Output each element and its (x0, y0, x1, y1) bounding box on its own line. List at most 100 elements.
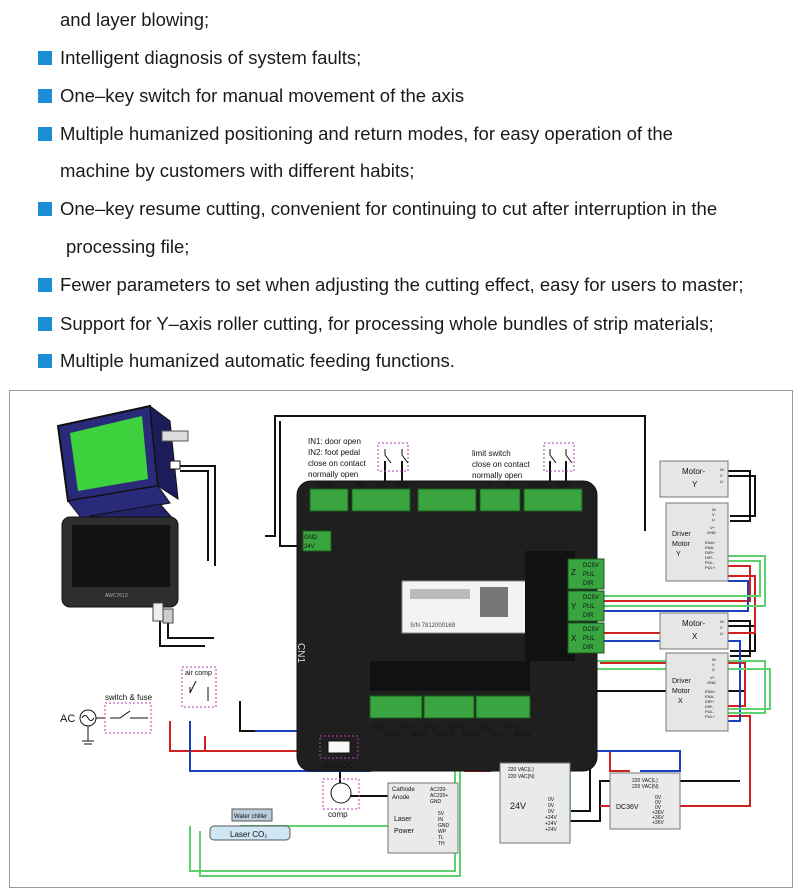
pin-label: U (712, 667, 715, 672)
pin-label: DC5V (583, 595, 599, 601)
driver-x: Driver Motor X W V U V+ GND ENA+ ENA- DI… (665, 652, 729, 732)
bottom-pin-label: WP+ (504, 725, 518, 731)
pin-label: AC220+ (430, 793, 448, 799)
bottom-pin-label: OUT2 (398, 725, 415, 731)
psu-output-label: 0V (655, 795, 662, 801)
pin-label: IN (438, 817, 443, 823)
bottom-terminal-blocks: GND OUT1 OUT2 OUT3 GND OUT4 OUT5 OUT6 GN… (369, 695, 531, 738)
psu-output-label: +36V (652, 815, 664, 821)
driver-label: Y (676, 551, 681, 558)
top-pin-label: Y- (488, 483, 493, 489)
psu-output-label: 0V (548, 809, 555, 815)
pin-label: DIR+ (705, 699, 715, 704)
relay-label: relay/OC (322, 761, 354, 770)
phase-label: U (720, 631, 723, 636)
bottom-pin-label: GND (478, 725, 492, 731)
bullet-square-icon (38, 278, 52, 292)
pin-label: TH (438, 841, 445, 847)
bullet-square-icon (38, 354, 52, 368)
phase-label: V (720, 473, 723, 478)
note-line: normally open (472, 471, 522, 480)
bullet-square-icon (38, 202, 52, 216)
water-chiller-label: Water chiller (234, 814, 267, 820)
relay: relay/OC (319, 735, 359, 770)
air-comp-switch: air comp (181, 666, 217, 708)
phase-label: W (720, 619, 724, 624)
phase-label: W (720, 467, 724, 472)
psu-output-label: +36V (652, 810, 664, 816)
driver-label: Driver (672, 678, 691, 685)
psu-24v: 220 VAC(L) 220 VAC(N) 24V 0V 0V 0V +24V … (499, 762, 571, 844)
feature-item: Fewer parameters to set when adjusting t… (38, 274, 743, 296)
psu-label: DC36V (616, 804, 639, 811)
top-pin-label: X- (506, 483, 512, 489)
psu-input-label: 220 VAC(L) (632, 778, 658, 784)
psu-input-label: 220 VAC(N) (508, 774, 535, 780)
feature-item: Intelligent diagnosis of system faults; (38, 47, 361, 69)
pin-label: GND (707, 680, 716, 685)
laser-tube-label: Laser CO₂ (230, 830, 267, 839)
pin-label: DIR (583, 613, 594, 619)
driver-label: Motor (672, 688, 691, 695)
comp-label: comp (328, 810, 348, 819)
motor-y: Motor- Y W V U (659, 460, 729, 498)
pin-label: V (712, 512, 715, 517)
pin-label: GND (707, 530, 716, 535)
pin-label: PUL- (705, 560, 715, 565)
bottom-pin-label: DC5V (515, 732, 531, 738)
anode-label: Anode (392, 795, 410, 801)
laser-power-title: Laser (394, 816, 412, 823)
pin-label: DIR (583, 645, 594, 651)
driver-label: Motor (672, 541, 691, 548)
driver-label: Driver (672, 531, 691, 538)
v24-label: 24V (304, 544, 315, 550)
feature-item: Multiple humanized automatic feeding fun… (38, 350, 455, 372)
ac-label: AC (60, 713, 75, 725)
pin-label: GND (430, 799, 442, 805)
pin-label: GND (438, 823, 450, 829)
ac-source: AC (60, 709, 105, 745)
pin-label: W (712, 507, 716, 512)
controller-board: S/N 7812000169 CN1 (295, 480, 598, 772)
bottom-pin-label: OUT3 (410, 732, 427, 738)
psu-output-label: 0V (655, 800, 662, 806)
pin-label: DIR (583, 581, 594, 587)
pin-label: 5V (438, 811, 445, 817)
pin-label: ENA- (705, 545, 715, 550)
axis-port-z: Z DC5V PUL DIR (567, 558, 605, 590)
bottom-pin-label: OUT1 (384, 732, 401, 738)
psu-output-label: 0V (548, 803, 555, 809)
axis-port-x: X DC5V PUL DIR (567, 622, 605, 654)
pin-label: W (712, 657, 716, 662)
phase-label: U (720, 479, 723, 484)
driver-y: Driver Motor Y W V U V+ GND ENA+ ENA- DI… (665, 502, 729, 582)
pin-label: PUL+ (705, 565, 716, 570)
power-input-terminal: GND 24V (302, 530, 332, 552)
feature-line: processing file; (66, 236, 190, 257)
top-pin-label: GND (396, 483, 410, 489)
bottom-pin-label: TTL+ (490, 732, 505, 738)
pin-label: V+ (710, 675, 716, 680)
bottom-pin-label: OUT4 (437, 732, 454, 738)
gnd-label: GND (304, 535, 318, 541)
feature-item: Multiple humanized positioning and retur… (38, 123, 673, 145)
wiring-diagram-svg: AWC7613 S/N 7812000169 CN1 DC5V IN1 IN2 … (56, 404, 771, 877)
limit-note: limit switch close on contact normally o… (472, 442, 575, 480)
pin-label: ENA+ (705, 689, 716, 694)
feature-list: and layer blowing; Intelligent diagnosis… (0, 0, 800, 385)
axis-port-y: Y DC5V PUL DIR (567, 590, 605, 622)
water-chiller: Water chiller (231, 808, 273, 822)
hmi-panel: AWC7613 (61, 516, 179, 624)
pin-label: V+ (710, 525, 716, 530)
psu-output-label: 0V (655, 805, 662, 811)
pin-label: ENA+ (705, 540, 716, 545)
bullet-square-icon (38, 317, 52, 331)
phase-label: V (720, 625, 723, 630)
axis-label: X (571, 634, 577, 643)
psu-label: 24V (510, 801, 526, 811)
psu-output-label: +24V (545, 815, 557, 821)
pin-label: U (712, 517, 715, 522)
pin-label: TL (438, 835, 444, 841)
bottom-pin-label: OUT5 (450, 725, 467, 731)
driver-label: X (678, 698, 683, 705)
